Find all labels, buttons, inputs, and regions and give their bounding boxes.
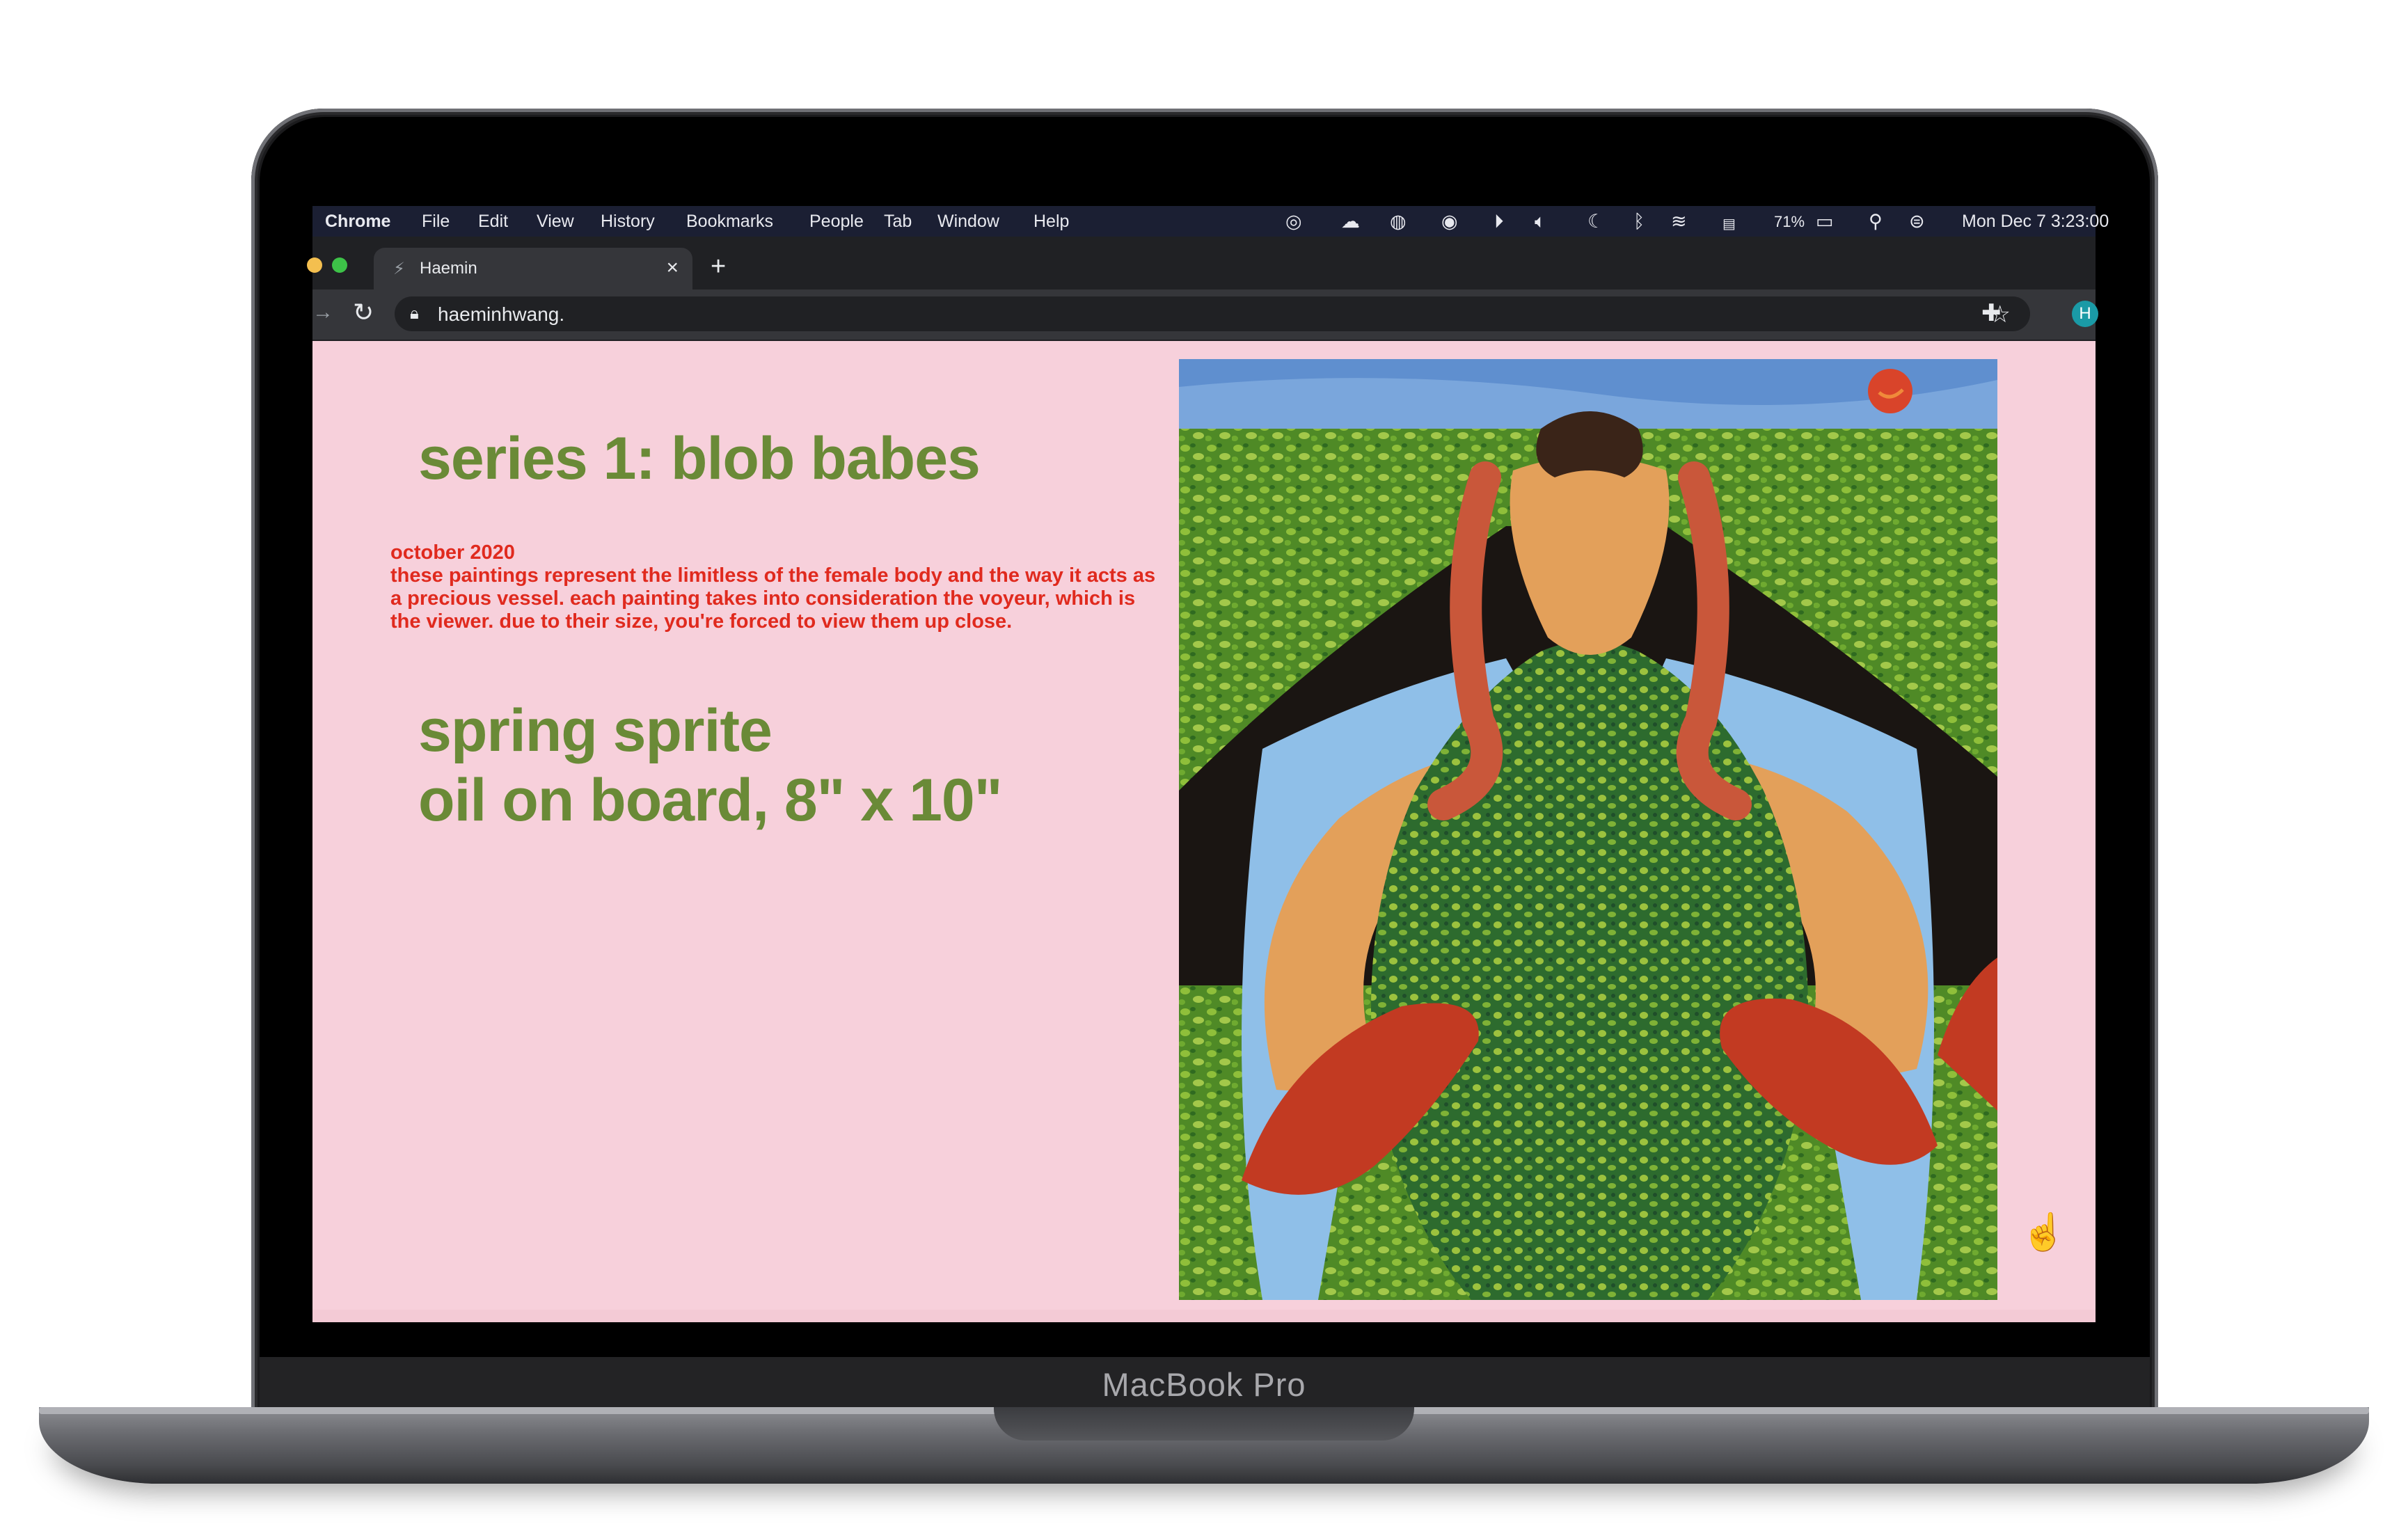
artwork-caption: spring sprite oil on board, 8" x 10" (418, 696, 1003, 835)
battery-icon[interactable]: ▭ (1816, 211, 1834, 232)
tab-title: Haemin (420, 259, 477, 278)
menu-bar: Chrome File Edit View History Bookmarks … (312, 206, 2109, 237)
creative-cloud-icon[interactable]: ◎ (1285, 211, 1302, 232)
forward-icon[interactable]: → (312, 301, 333, 324)
minimize-button[interactable] (307, 257, 322, 273)
menu-window[interactable]: Window (937, 212, 999, 231)
extensions-icon[interactable]: ✚ (1981, 300, 2002, 326)
tab-close-icon[interactable]: × (666, 256, 679, 279)
sync-icon[interactable]: ◉ (1441, 211, 1458, 232)
artwork-medium: oil on board, 8" x 10" (418, 767, 1003, 834)
page-bottom-strip (312, 1310, 2096, 1322)
menu-app-chrome[interactable]: Chrome (325, 212, 391, 231)
menu-edit[interactable]: Edit (478, 212, 509, 231)
flag-icon[interactable]: ▤ (1722, 216, 1736, 232)
series-heading: series 1: blob babes (418, 425, 981, 492)
lock-icon[interactable]: 🔒︎ (410, 304, 419, 323)
painting-right-foot (1720, 998, 1938, 1165)
menu-file[interactable]: File (422, 212, 450, 231)
url-text[interactable]: haeminhwang. (438, 303, 565, 325)
painting-left-foot (1242, 1003, 1479, 1195)
profile-avatar[interactable]: H (2072, 301, 2098, 327)
battery-percent: 71% (1774, 213, 1805, 230)
browser-tab[interactable]: ⚡︎ Haemin × (374, 248, 692, 289)
new-tab-button[interactable]: + (711, 252, 727, 281)
bookmark-star-icon[interactable]: ☆ (1989, 301, 2011, 328)
moon-icon[interactable]: ☾ (1587, 211, 1605, 232)
laptop-notch (994, 1407, 1414, 1441)
screen: Chrome File Edit View History Bookmarks … (307, 206, 2109, 1322)
cloud-icon[interactable]: ☁ (1341, 211, 1360, 232)
menu-help[interactable]: Help (1033, 212, 1070, 231)
artwork-painting[interactable] (1179, 359, 1997, 1300)
tab-favicon-icon: ⚡︎ (393, 260, 405, 278)
zoom-button[interactable] (332, 257, 347, 273)
reload-icon[interactable]: ↻ (353, 298, 374, 326)
play-icon[interactable]: ⏵ (1494, 211, 1504, 232)
menu-view[interactable]: View (537, 212, 574, 231)
search-icon[interactable]: ⚲ (1869, 211, 1883, 232)
web-page: series 1: blob babes october 2020 these … (312, 341, 2096, 1322)
artwork-title: spring sprite (418, 697, 773, 764)
globe-icon[interactable]: ◍ (1390, 211, 1407, 232)
pointer-hand-icon[interactable]: ☝ (2021, 1212, 2066, 1253)
menubar-clock[interactable]: Mon Dec 7 3:23:00 (1962, 212, 2109, 231)
series-description-block: october 2020 these paintings represent t… (390, 541, 1156, 633)
menu-tab[interactable]: Tab (884, 212, 912, 231)
painting-sun (1868, 369, 1912, 413)
menu-bookmarks[interactable]: Bookmarks (686, 212, 774, 231)
series-description: these paintings represent the limitless … (390, 564, 1156, 633)
browser-toolbar: → ↻ 🔒︎ haeminhwang. ☆ ✚ H (312, 289, 2098, 341)
control-center-icon[interactable]: ⊜ (1909, 211, 1925, 232)
laptop-brand-label: MacBook Pro (1102, 1366, 1306, 1403)
address-bar[interactable]: 🔒︎ haeminhwang. ☆ (395, 296, 2030, 331)
menu-people[interactable]: People (809, 212, 864, 231)
bluetooth-icon[interactable]: ᛒ (1633, 211, 1645, 232)
wifi-icon[interactable]: ≋ (1671, 211, 1687, 232)
menu-history[interactable]: History (601, 212, 655, 231)
series-date: october 2020 (390, 541, 515, 564)
volume-icon[interactable]: 🔈︎ (1535, 211, 1546, 232)
tab-strip: ⚡︎ Haemin × + (307, 237, 2096, 289)
